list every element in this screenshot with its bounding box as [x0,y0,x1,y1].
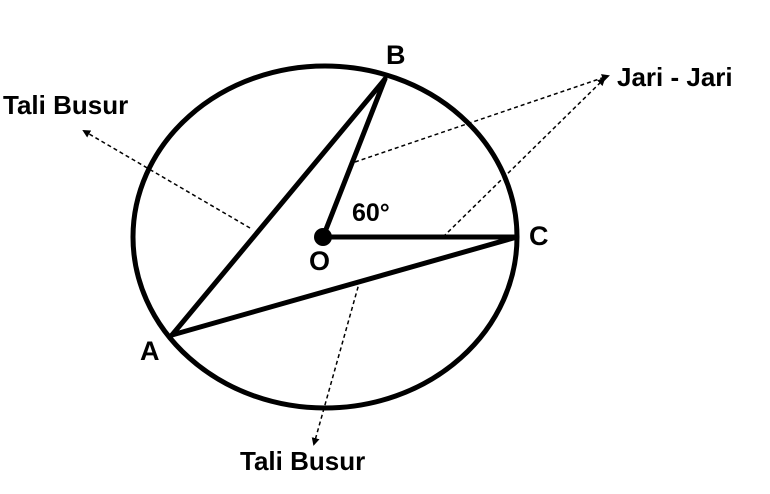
point-label-c: C [529,221,549,251]
center-point [314,228,332,246]
arrow-chord-bottom [311,279,361,446]
radius-ob [320,76,388,240]
annotation-chord-bottom: Tali Busur [240,446,365,476]
arrow-radius-oc [442,77,606,238]
point-label-b: B [386,40,406,70]
chord-ab [169,76,388,338]
point-label-a: A [140,336,160,366]
arrow-radius-ob [354,74,610,163]
annotation-chord-top: Tali Busur [3,90,128,120]
angle-label: 60° [352,199,390,227]
arrow-chord-top [82,129,251,229]
annotation-radius: Jari - Jari [617,62,733,92]
point-label-o: O [309,246,330,276]
chord-ac [169,234,520,338]
